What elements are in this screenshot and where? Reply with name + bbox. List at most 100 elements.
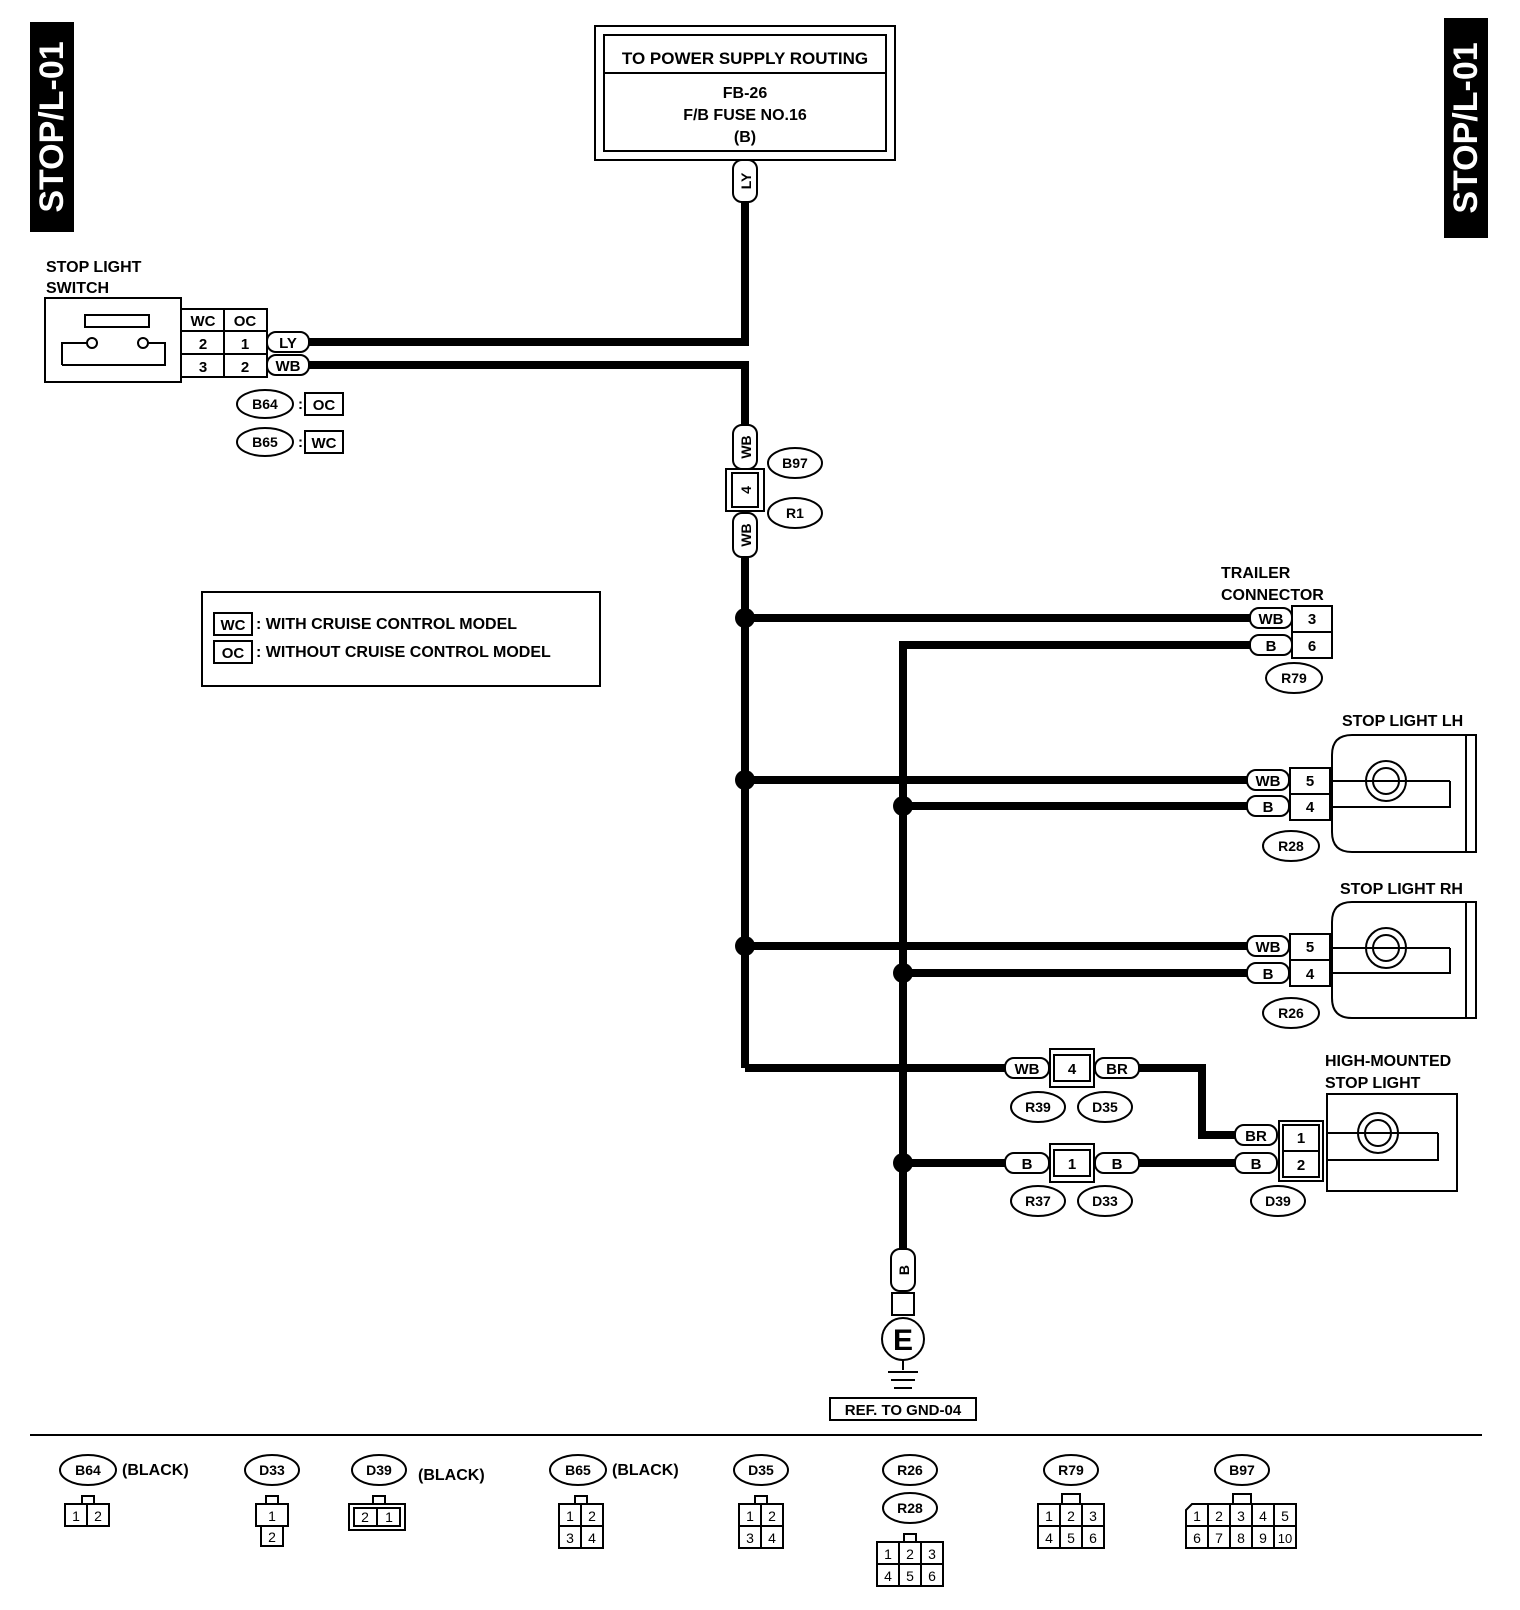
ground: B E REF. TO GND-04 <box>829 1248 977 1421</box>
r37-conn2: D33 <box>1092 1193 1118 1209</box>
cv-r28-pin-3: 3 <box>928 1546 936 1562</box>
trailer-wire-1: WB <box>1259 611 1284 628</box>
legend-oc-code: OC <box>222 645 245 662</box>
high-mount-wire-1: BR <box>1245 1128 1267 1145</box>
power-supply-line1: FB-26 <box>723 85 768 102</box>
cv-r28-pin-5: 5 <box>906 1568 914 1584</box>
trailer-pin-2: 6 <box>1308 638 1316 655</box>
switch-wire-wb: WB <box>276 358 301 375</box>
cv-b97-pin-10: 10 <box>1278 1531 1292 1546</box>
high-mount-wire-2: B <box>1251 1156 1262 1173</box>
r39-conn1: R39 <box>1025 1099 1051 1115</box>
stop-light-lh: STOP LIGHT LH WB 5 B 4 R28 <box>1246 713 1477 862</box>
cv-d39-pin-1: 2 <box>361 1509 369 1525</box>
high-mount-conn: D39 <box>1265 1193 1291 1209</box>
page-tag-right: STOP/L-01 <box>1444 18 1488 238</box>
power-supply-title: TO POWER SUPPLY ROUTING <box>622 49 868 68</box>
stop-lh-pin-1: 5 <box>1306 773 1314 790</box>
b97-conn1: B97 <box>782 455 808 471</box>
ground-ref: REF. TO GND-04 <box>845 1402 962 1419</box>
switch-ref1-conn: B64 <box>252 396 278 412</box>
r39-conn2: D35 <box>1092 1099 1118 1115</box>
cv-r79-pin-5: 5 <box>1067 1530 1075 1546</box>
stop-light-switch: STOP LIGHT SWITCH WC OC 2 1 3 2 LY WB B6… <box>44 259 344 457</box>
connector-view-r79: R79 1 2 3 4 5 6 <box>1037 1454 1105 1549</box>
cv-b65-pin-1: 1 <box>566 1508 574 1524</box>
cv-b64-color: (BLACK) <box>122 1462 189 1479</box>
wire-label-ly-power: LY <box>732 159 758 203</box>
page-tag-right-label: STOP/L-01 <box>1447 42 1485 213</box>
page-tag-left-label: STOP/L-01 <box>33 41 71 212</box>
ground-symbol: E <box>893 1324 913 1357</box>
cv-b64-name: B64 <box>75 1462 101 1478</box>
cv-d33-name: D33 <box>259 1462 285 1478</box>
cv-b97-pin-2: 2 <box>1215 1508 1223 1524</box>
r39-wire-right: BR <box>1106 1061 1128 1078</box>
page-tag-left: STOP/L-01 <box>30 22 74 232</box>
cv-d39-color: (BLACK) <box>418 1467 485 1484</box>
cv-r79-pin-2: 2 <box>1067 1508 1075 1524</box>
connector-view-b65: B65 (BLACK) 1 2 3 4 <box>549 1454 679 1549</box>
cv-r79-pin-4: 4 <box>1045 1530 1053 1546</box>
cv-b65-pin-2: 2 <box>588 1508 596 1524</box>
cv-d35-pin-2: 2 <box>768 1508 776 1524</box>
trailer-connector: TRAILER CONNECTOR WB 3 B 6 R79 <box>1221 565 1333 694</box>
switch-pin-oc-row1: 1 <box>241 336 249 353</box>
cv-b64-pin-2: 2 <box>94 1508 102 1524</box>
inline-connector-r39: WB 4 BR R39 D35 <box>1004 1048 1140 1123</box>
r37-conn1: R37 <box>1025 1193 1051 1209</box>
r37-wire-right: B <box>1112 1156 1123 1173</box>
cv-b97-pin-8: 8 <box>1237 1530 1245 1546</box>
legend: WC : WITH CRUISE CONTROL MODEL OC : WITH… <box>201 591 601 687</box>
cv-r79-pin-1: 1 <box>1045 1508 1053 1524</box>
stop-rh-pin-1: 5 <box>1306 939 1314 956</box>
cv-r79-pin-6: 6 <box>1089 1530 1097 1546</box>
cv-d35-name: D35 <box>748 1462 774 1478</box>
cv-b64-pin-1: 1 <box>72 1508 80 1524</box>
cv-r28-pin-1: 1 <box>884 1546 892 1562</box>
trailer-conn: R79 <box>1281 670 1307 686</box>
legend-wc-text: : WITH CRUISE CONTROL MODEL <box>256 616 517 633</box>
inline-connector-b97: WB 4 WB B97 R1 <box>725 424 823 558</box>
stop-rh-wire-2: B <box>1263 966 1274 983</box>
legend-oc-text: : WITHOUT CRUISE CONTROL MODEL <box>256 644 551 661</box>
b97-wire-top: WB <box>738 435 754 458</box>
cv-b97-pin-9: 9 <box>1259 1530 1267 1546</box>
high-mounted-stop-light: HIGH-MOUNTED STOP LIGHT BR 1 B 2 D39 <box>1234 1053 1458 1217</box>
connector-view-d39: D39 (BLACK) 2 1 <box>348 1454 485 1531</box>
cv-b65-color: (BLACK) <box>612 1462 679 1479</box>
cv-r28-pin-2: 2 <box>906 1546 914 1562</box>
stop-lh-wire-1: WB <box>1256 773 1281 790</box>
switch-ref2-conn: B65 <box>252 434 278 450</box>
svg-text::: : <box>298 396 303 413</box>
cv-r79-pin-3: 3 <box>1089 1508 1097 1524</box>
switch-col-oc: OC <box>234 313 257 330</box>
connector-view-b97: B97 1 2 3 4 5 6 7 8 9 10 <box>1185 1454 1297 1549</box>
inline-connector-r37: B 1 B R37 D33 <box>1004 1143 1140 1217</box>
trailer-pin-1: 3 <box>1308 611 1316 628</box>
trailer-title-1: TRAILER <box>1221 565 1291 582</box>
b97-pin: 4 <box>738 486 754 494</box>
stop-lh-title: STOP LIGHT LH <box>1342 713 1463 730</box>
r39-pin: 4 <box>1068 1061 1077 1078</box>
switch-title-2: SWITCH <box>46 280 109 297</box>
cv-b97-pin-6: 6 <box>1193 1530 1201 1546</box>
switch-col-wc: WC <box>191 313 216 330</box>
switch-ref1-model: OC <box>313 397 336 414</box>
high-mount-title-1: HIGH-MOUNTED <box>1325 1053 1451 1070</box>
switch-pin-wc-row2: 3 <box>199 359 207 376</box>
stop-lh-wire-2: B <box>1263 799 1274 816</box>
cv-d35-pin-4: 4 <box>768 1530 776 1546</box>
cv-b97-pin-5: 5 <box>1281 1508 1289 1524</box>
svg-text::: : <box>298 434 303 451</box>
power-supply-line3: (B) <box>734 129 756 146</box>
connector-view-b64: B64 (BLACK) 1 2 <box>59 1454 189 1527</box>
stop-light-rh: STOP LIGHT RH WB 5 B 4 R26 <box>1246 881 1477 1029</box>
switch-wire-ly: LY <box>279 335 297 352</box>
r39-wire-left: WB <box>1015 1061 1040 1078</box>
stop-rh-title: STOP LIGHT RH <box>1340 881 1463 898</box>
b97-conn2: R1 <box>786 505 804 521</box>
switch-pin-wc-row1: 2 <box>199 336 207 353</box>
cv-d35-pin-3: 3 <box>746 1530 754 1546</box>
power-supply-box: TO POWER SUPPLY ROUTING FB-26 F/B FUSE N… <box>594 25 896 161</box>
